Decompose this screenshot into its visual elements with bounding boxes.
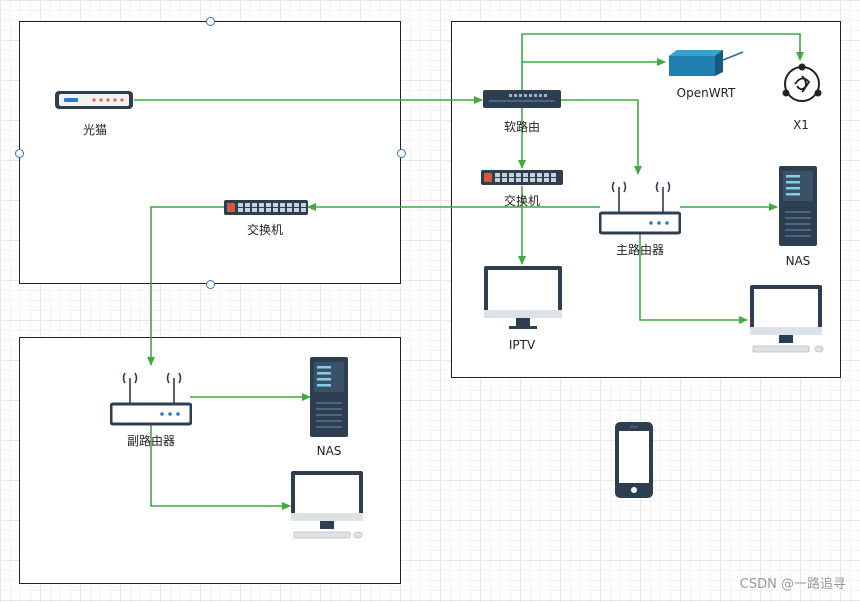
server-tower-icon[interactable]: [310, 357, 348, 437]
rack-router-icon[interactable]: [483, 90, 561, 108]
node-label-nas-right: NAS: [785, 254, 811, 268]
router-modem-icon[interactable]: [54, 88, 134, 112]
smartphone-icon[interactable]: [614, 421, 654, 499]
switch-icon[interactable]: [224, 200, 308, 215]
desktop-monitor-icon[interactable]: [290, 470, 368, 542]
switch-icon[interactable]: [481, 170, 563, 185]
monitor-icon[interactable]: [483, 265, 563, 331]
node-label-iptv: IPTV: [508, 338, 536, 352]
resize-handle-top[interactable]: [206, 17, 215, 26]
wire-mainrouter-pc: [639, 232, 748, 324]
wifi-router-icon[interactable]: [599, 175, 681, 237]
server-tower-icon[interactable]: [779, 166, 817, 246]
wire-softrouter-openwrt: [521, 58, 666, 92]
wire-softrouter-x1: [521, 33, 804, 62]
wire-switchleft-subrouter: [147, 206, 224, 366]
node-label-nas-left: NAS: [316, 444, 342, 458]
node-label-openwrt: OpenWRT: [676, 86, 736, 100]
node-label-sub-router: 副路由器: [126, 434, 176, 448]
wire-softrouter-mainrouter: [561, 99, 642, 175]
resize-handle-bottom[interactable]: [206, 280, 215, 289]
x1-logo-icon[interactable]: [780, 62, 824, 106]
wire-subrouter-pc: [150, 424, 291, 510]
openwrt-device-icon[interactable]: [667, 46, 747, 78]
desktop-monitor-icon[interactable]: [749, 284, 829, 356]
node-label-optical-modem: 光猫: [82, 123, 108, 137]
wifi-router-icon[interactable]: [110, 366, 192, 428]
node-label-main-router: 主路由器: [615, 243, 665, 257]
node-label-switch-left: 交换机: [246, 223, 284, 237]
node-label-switch-right: 交换机: [503, 194, 541, 208]
resize-handle-left[interactable]: [15, 149, 24, 158]
group-frame-top-left[interactable]: [19, 21, 401, 284]
watermark: CSDN @一路追寻: [739, 577, 846, 592]
node-label-x1: X1: [793, 118, 809, 132]
node-label-soft-router: 软路由: [503, 120, 541, 134]
resize-handle-right[interactable]: [397, 149, 406, 158]
